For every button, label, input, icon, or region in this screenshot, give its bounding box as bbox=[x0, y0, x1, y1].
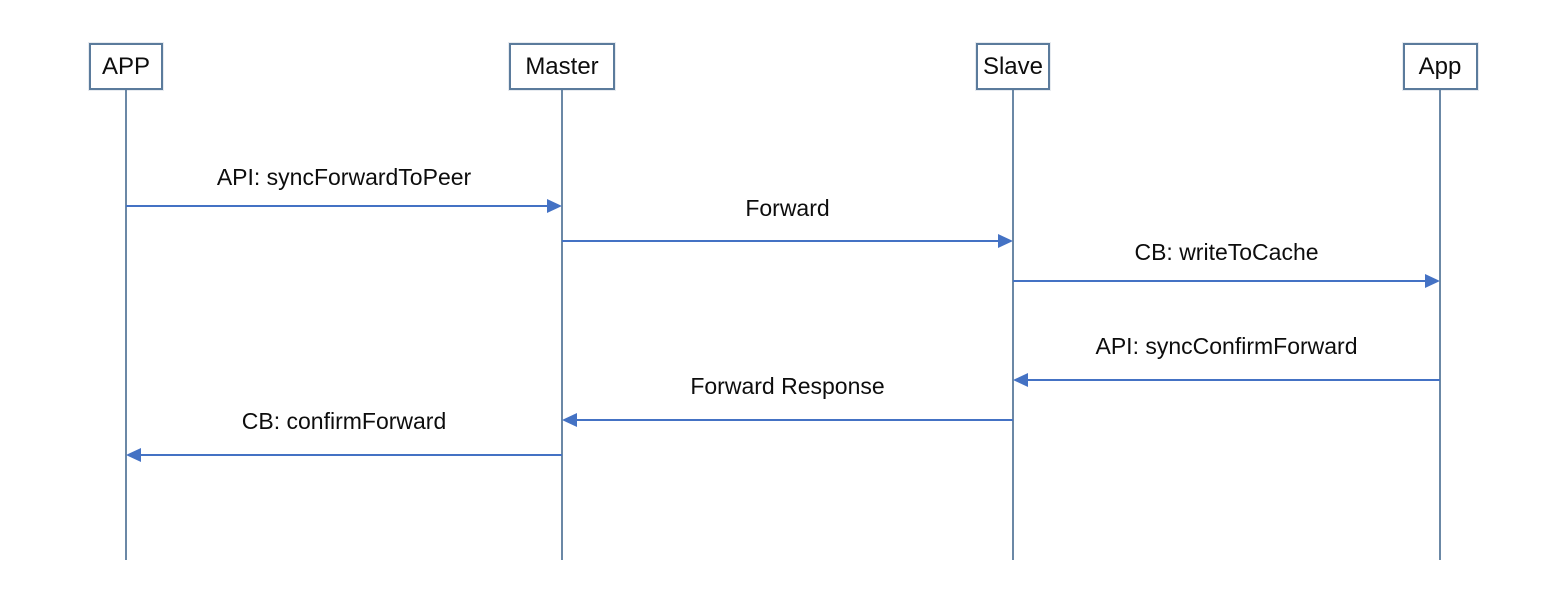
actor-label: Master bbox=[525, 52, 599, 80]
arrowhead-icon-api-syncforwardtopeer bbox=[547, 199, 562, 213]
message-label-cb-writetocache: CB: writeToCache bbox=[1134, 239, 1319, 265]
lifeline-slave bbox=[1012, 90, 1014, 560]
message-label-api-syncconfirmforward: API: syncConfirmForward bbox=[1095, 333, 1358, 359]
actor-box-app-left: APP bbox=[89, 43, 163, 90]
message-line-cb-confirmforward bbox=[140, 454, 562, 456]
message-line-forward bbox=[562, 240, 999, 242]
actor-box-master: Master bbox=[509, 43, 615, 90]
message-line-api-syncconfirmforward bbox=[1027, 379, 1440, 381]
message-label-cb-confirmforward: CB: confirmForward bbox=[241, 408, 447, 434]
lifeline-app-right bbox=[1439, 90, 1441, 560]
actor-label: APP bbox=[101, 52, 151, 80]
arrowhead-icon-forward bbox=[998, 234, 1013, 248]
lifeline-app-left bbox=[125, 90, 127, 560]
actor-label: App bbox=[1418, 52, 1462, 80]
message-label-forward: Forward bbox=[745, 195, 830, 221]
message-label-api-syncforwardtopeer: API: syncForwardToPeer bbox=[216, 164, 472, 190]
actor-box-app-right: App bbox=[1402, 43, 1478, 90]
message-line-forward-response bbox=[576, 419, 1013, 421]
actor-label: Slave bbox=[982, 52, 1044, 80]
lifeline-master bbox=[561, 90, 563, 560]
arrowhead-icon-cb-writetocache bbox=[1425, 274, 1440, 288]
actor-box-slave: Slave bbox=[976, 43, 1050, 90]
message-line-cb-writetocache bbox=[1013, 280, 1426, 282]
arrowhead-icon-forward-response bbox=[562, 413, 577, 427]
message-line-api-syncforwardtopeer bbox=[126, 205, 548, 207]
message-label-forward-response: Forward Response bbox=[690, 373, 885, 399]
arrowhead-icon-cb-confirmforward bbox=[126, 448, 141, 462]
arrowhead-icon-api-syncconfirmforward bbox=[1013, 373, 1028, 387]
